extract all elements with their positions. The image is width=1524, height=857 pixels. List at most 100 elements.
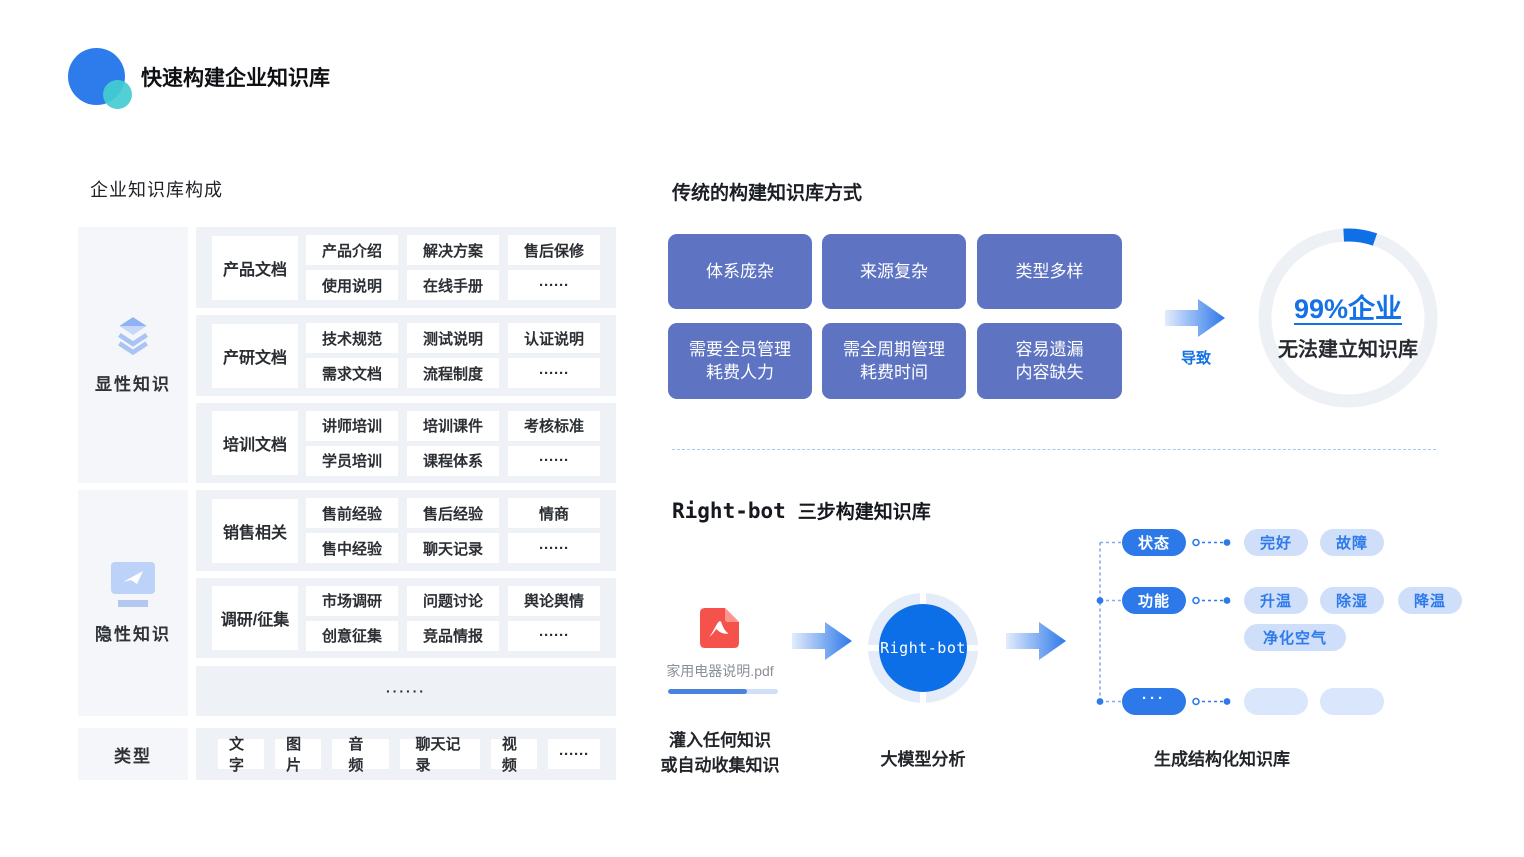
- pdf-icon: [700, 608, 739, 648]
- group-item: 使用说明: [306, 270, 398, 300]
- tree-node-more: ···: [1122, 688, 1186, 715]
- group-item: 在线手册: [407, 270, 499, 300]
- rightbot-circle: Right-bot: [879, 604, 967, 692]
- group-item: 测试说明: [407, 323, 499, 353]
- rightbot-title-en: Right-bot: [672, 499, 786, 523]
- group-item: ······: [508, 620, 600, 651]
- group-item: 售中经验: [306, 533, 398, 563]
- pain-point-box: 需全周期管理 耗费时间: [822, 323, 966, 399]
- tree-leaf-empty: [1244, 688, 1308, 715]
- group-item: 问题讨论: [407, 585, 499, 616]
- sidebar-type: 类型: [78, 728, 188, 780]
- group-item: 课程体系: [407, 445, 499, 476]
- pain-point-text: 内容缺失: [1015, 363, 1084, 382]
- tree-leaf: 完好: [1244, 529, 1308, 556]
- upload-progress-bar: [668, 689, 778, 694]
- group-item: ······: [508, 445, 600, 476]
- group-category: 产研文档: [212, 323, 298, 388]
- group-item: 解决方案: [407, 235, 499, 265]
- group-item: 聊天记录: [407, 533, 499, 563]
- knowledge-group-rnd-docs: 产研文档 技术规范 测试说明 认证说明 需求文档 流程制度 ······: [196, 315, 616, 396]
- layers-icon: [118, 317, 148, 356]
- tree-leaf: 降温: [1398, 587, 1462, 614]
- logo-teal-dot-icon: [103, 80, 132, 109]
- type-item: 音频: [332, 736, 389, 774]
- group-category: 销售相关: [212, 498, 298, 563]
- group-item: 学员培训: [306, 445, 398, 476]
- section-divider: [672, 449, 1436, 450]
- group-category: 产品文档: [212, 235, 298, 300]
- pain-point-box: 来源复杂: [822, 234, 966, 309]
- sidebar-implicit-knowledge: 隐性知识: [78, 490, 188, 716]
- knowledge-group-more: ······: [196, 666, 616, 716]
- pain-point-text: 体系庞杂: [706, 261, 774, 281]
- group-item: 讲师培训: [306, 410, 398, 441]
- group-item: 情商: [508, 498, 600, 528]
- sidebar-label: 类型: [114, 746, 152, 766]
- pain-point-text: 类型多样: [1015, 261, 1084, 281]
- traditional-section-title: 传统的构建知识库方式: [672, 183, 863, 204]
- group-item: 创意征集: [306, 620, 398, 651]
- group-item: 售后经验: [407, 498, 499, 528]
- pdf-filename: 家用电器说明.pdf: [666, 663, 774, 679]
- group-item: 考核标准: [508, 410, 600, 441]
- knowledge-group-product-docs: 产品文档 产品介绍 解决方案 售后保修 使用说明 在线手册 ······: [196, 227, 616, 308]
- rightbot-title-zh: 三步构建知识库: [797, 502, 931, 523]
- pain-point-box: 类型多样: [977, 234, 1122, 309]
- sidebar-label: 显性知识: [95, 375, 171, 394]
- left-panel-title: 企业知识库构成: [90, 180, 223, 200]
- step3-caption: 生成结构化知识库: [1154, 750, 1290, 769]
- group-item: 需求文档: [306, 358, 398, 388]
- knowledge-group-training-docs: 培训文档 讲师培训 培训课件 考核标准 学员培训 课程体系 ······: [196, 403, 616, 483]
- group-item: 技术规范: [306, 323, 398, 353]
- step1-caption-line: 或自动收集知识: [660, 755, 780, 775]
- step1-caption: 灌入任何知识 或自动收集知识: [646, 729, 794, 778]
- group-item: 产品介绍: [306, 235, 398, 265]
- tree-leaf: 除湿: [1320, 587, 1384, 614]
- type-item: 视频: [490, 736, 538, 774]
- pain-point-text: 容易遗漏: [1015, 339, 1084, 359]
- ellipsis-text: ······: [386, 683, 426, 699]
- group-item: 售前经验: [306, 498, 398, 528]
- tree-node-function: 功能: [1122, 587, 1186, 614]
- sidebar-label: 隐性知识: [95, 624, 171, 644]
- type-item: ······: [548, 739, 600, 769]
- type-item: 图片: [275, 736, 322, 774]
- arrow-right-icon: [1006, 622, 1066, 660]
- send-icon: [111, 561, 155, 607]
- rightbot-section-title: Right-bot 三步构建知识库: [672, 497, 931, 524]
- group-item: ······: [508, 358, 600, 388]
- group-item: 售后保修: [508, 235, 600, 265]
- sidebar-explicit-knowledge: 显性知识: [78, 227, 188, 483]
- group-item: 舆论舆情: [508, 585, 600, 616]
- arrow-right-icon: [1165, 299, 1225, 337]
- tree-leaf-empty: [1320, 688, 1384, 715]
- rightbot-circle-label: Right-bot: [880, 639, 966, 657]
- arrow-right-icon: [792, 622, 852, 660]
- group-item: 市场调研: [306, 585, 398, 616]
- upload-progress-fill: [668, 689, 748, 694]
- tree-leaf: 升温: [1244, 587, 1308, 614]
- group-item: 流程制度: [407, 358, 499, 388]
- pain-point-box: 需要全员管理 耗费人力: [668, 323, 812, 399]
- tree-leaf: 净化空气: [1244, 624, 1346, 651]
- knowledge-group-research: 调研/征集 市场调研 问题讨论 舆论舆情 创意征集 竞品情报 ······: [196, 578, 616, 658]
- pain-point-box: 体系庞杂: [668, 234, 812, 309]
- group-item: ······: [508, 270, 600, 300]
- pain-point-text: 需要全员管理: [689, 339, 791, 359]
- knowledge-group-sales: 销售相关 售前经验 售后经验 情商 售中经验 聊天记录 ······: [196, 490, 616, 571]
- knowledge-group-types: 文字 图片 音频 聊天记录 视频 ······: [196, 728, 616, 780]
- arrow-label: 导致: [1180, 350, 1211, 367]
- stat-ring: 99%企业 无法建立知识库: [1257, 227, 1439, 409]
- tree-connectors-icon: [1096, 538, 1231, 706]
- pain-point-box: 容易遗漏 内容缺失: [977, 323, 1122, 399]
- stat-caption: 无法建立知识库: [1278, 339, 1418, 361]
- pain-point-text: 需全周期管理: [843, 339, 945, 359]
- group-category: 调研/征集: [212, 586, 298, 650]
- group-item: ······: [508, 533, 600, 563]
- pain-point-text: 来源复杂: [860, 261, 928, 281]
- tree-leaf: 故障: [1320, 529, 1384, 556]
- page-title: 快速构建企业知识库: [141, 67, 330, 90]
- group-item: 认证说明: [508, 323, 600, 353]
